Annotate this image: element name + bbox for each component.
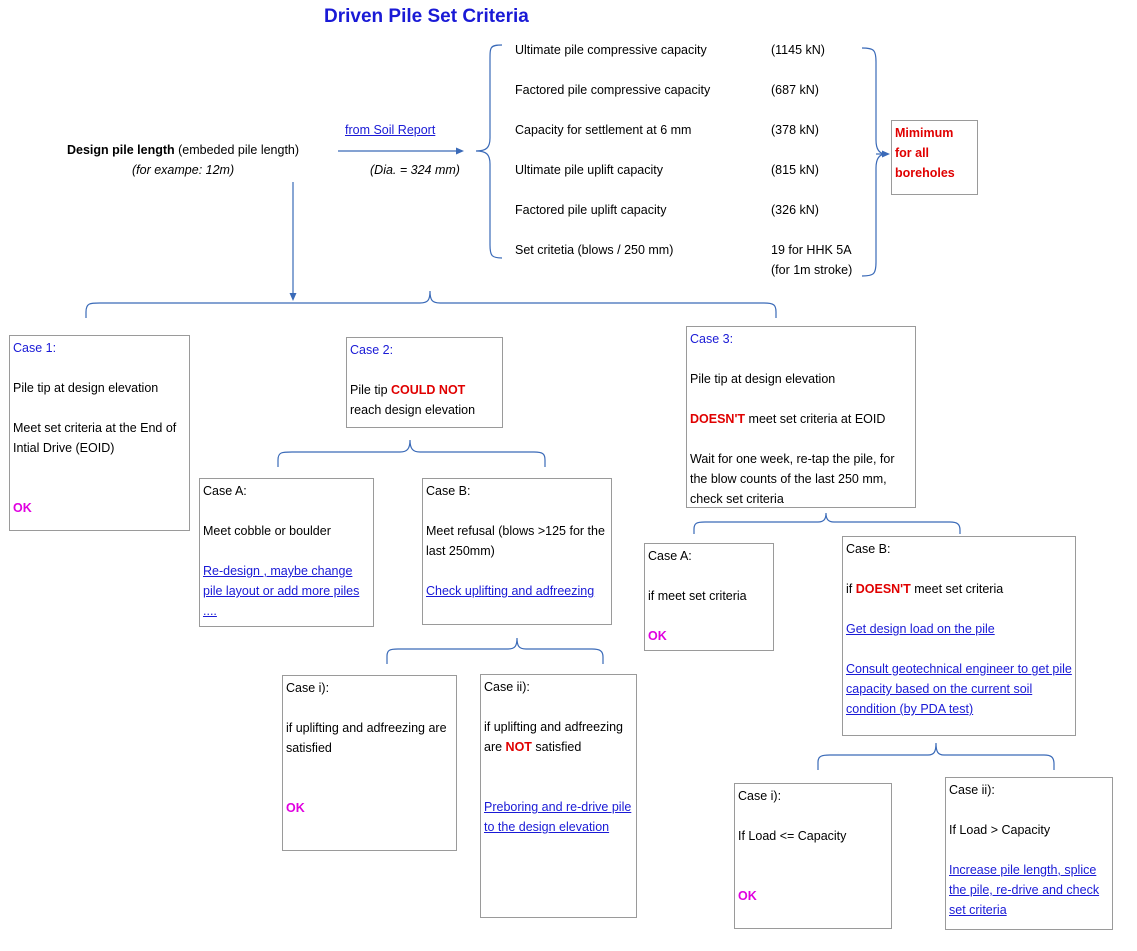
case-2-could-not: COULD NOT [391,383,466,397]
case-1-ok: OK [13,501,32,515]
minimum-line-3: boreholes [895,166,955,180]
case-3b-line-1a: if [846,582,856,596]
case-2-line-1a: Pile tip [350,383,391,397]
case-3-line-1: Pile tip at design elevation [690,372,836,386]
case-2a-title: Case A: [203,484,247,498]
case-3-line-2: DOESN'T meet set criteria at EOID [690,409,912,429]
case-3b-line-1c: meet set criteria [910,582,1004,596]
case-2a-box: Case A: Meet cobble or boulder Re-design… [199,478,374,627]
case-2bii-line-1c: satisfied [531,740,582,754]
case-2bii-box: Case ii): if uplifting and adfreezing ar… [480,674,637,918]
case-2-line-2: reach design elevation [350,403,476,417]
case-1-title: Case 1: [13,341,57,355]
pile-diameter: (Dia. = 324 mm) [370,163,460,177]
case-2bii-title: Case ii): [484,680,530,694]
case-2bi-line-1: if uplifting and adfreezing are satisfie… [286,721,447,755]
case-2bii-not: NOT [505,740,532,754]
case-3a-box: Case A: if meet set criteria OK [644,543,774,651]
case-2bii-preboring-link[interactable]: Preboring and re-drive pile to the desig… [484,800,632,834]
case-3bii-title: Case ii): [949,783,995,797]
case-2bi-ok: OK [286,801,305,815]
case-1-box: Case 1: Pile tip at design elevation Mee… [9,335,190,531]
case-3-line-3: Wait for one week, re-tap the pile, for … [690,452,895,506]
case-2b-line-1: Meet refusal (blows >125 for the last 25… [426,524,605,558]
case-3-line-2b: meet set criteria at EOID [745,412,886,426]
capacity-label-5: Factored pile uplift capacity [515,203,667,217]
case-3b-consult-link[interactable]: Consult geotechnical engineer to get pil… [846,662,1072,716]
case-3-doesnt: DOESN'T [690,412,746,426]
case-2bii-line-1: if uplifting and adfreezing are NOT sati… [484,717,633,757]
case-3bi-title: Case i): [738,789,782,803]
case-3bii-increase-link[interactable]: Increase pile length, splice the pile, r… [949,863,1100,917]
case-3b-title: Case B: [846,542,891,556]
case-1-line-1: Pile tip at design elevation [13,381,159,395]
case-3bi-ok: OK [738,889,757,903]
case-3b-design-load-link[interactable]: Get design load on the pile [846,622,995,636]
case-3-title: Case 3: [690,332,734,346]
case-2b-box: Case B: Meet refusal (blows >125 for the… [422,478,612,625]
capacity-value-6: 19 for HHK 5A [771,243,852,257]
case-2bi-box: Case i): if uplifting and adfreezing are… [282,675,457,851]
page-title: Driven Pile Set Criteria [324,6,529,27]
minimum-line-2: for all [895,146,930,160]
case-3b-doesnt: DOESN'T [855,582,911,596]
from-soil-report-link[interactable]: from Soil Report [345,123,436,137]
case-2bii-line-1a: if uplifting and adfreezing are [484,720,623,754]
capacity-value-1: (1145 kN) [771,43,825,57]
capacity-value-2: (687 kN) [771,83,819,97]
case-3a-ok: OK [648,629,667,643]
case-3a-title: Case A: [648,549,692,563]
case-2a-line-1: Meet cobble or boulder [203,524,331,538]
case-3bii-line-1: If Load > Capacity [949,823,1051,837]
case-3b-box: Case B: if DOESN'T meet set criteria Get… [842,536,1076,736]
minimum-box: Mimimum for all boreholes [891,120,978,195]
case-2-title: Case 2: [350,343,394,357]
case-3bi-box: Case i): If Load <= Capacity OK [734,783,892,929]
design-pile-length-rest: (embeded pile length) [174,143,300,157]
minimum-line-1: Mimimum [895,126,954,140]
case-3bii-box: Case ii): If Load > Capacity Increase pi… [945,777,1113,930]
case-2-box: Case 2: Pile tip COULD NOT reach design … [346,337,503,428]
case-2bi-title: Case i): [286,681,330,695]
capacity-value-3: (378 kN) [771,123,819,137]
capacity-value-4: (815 kN) [771,163,819,177]
design-pile-length-bold: Design pile length [67,143,175,157]
case-3-box: Case 3: Pile tip at design elevation DOE… [686,326,916,508]
capacity-label-1: Ultimate pile compressive capacity [515,43,707,57]
case-3bi-line-1: If Load <= Capacity [738,829,847,843]
case-2b-title: Case B: [426,484,471,498]
design-pile-length-label: Design pile length (embeded pile length) [67,143,299,157]
design-example: (for exampe: 12m) [132,163,235,177]
capacity-label-6: Set critetia (blows / 250 mm) [515,243,674,257]
capacity-label-3: Capacity for settlement at 6 mm [515,123,692,137]
case-2b-check-link[interactable]: Check uplifting and adfreezing [426,584,595,598]
case-2-line-1: Pile tip COULD NOT [350,380,499,400]
capacity-label-2: Factored pile compressive capacity [515,83,711,97]
case-1-line-2: Meet set criteria at the End of Intial D… [13,421,177,455]
capacity-value-6b: (for 1m stroke) [771,263,853,277]
case-3a-line-1: if meet set criteria [648,589,747,603]
capacity-value-5: (326 kN) [771,203,819,217]
capacity-label-4: Ultimate pile uplift capacity [515,163,663,177]
case-2a-redesign-link[interactable]: Re-design , maybe change pile layout or … [203,564,360,618]
case-3b-line-1: if DOESN'T meet set criteria [846,579,1072,599]
